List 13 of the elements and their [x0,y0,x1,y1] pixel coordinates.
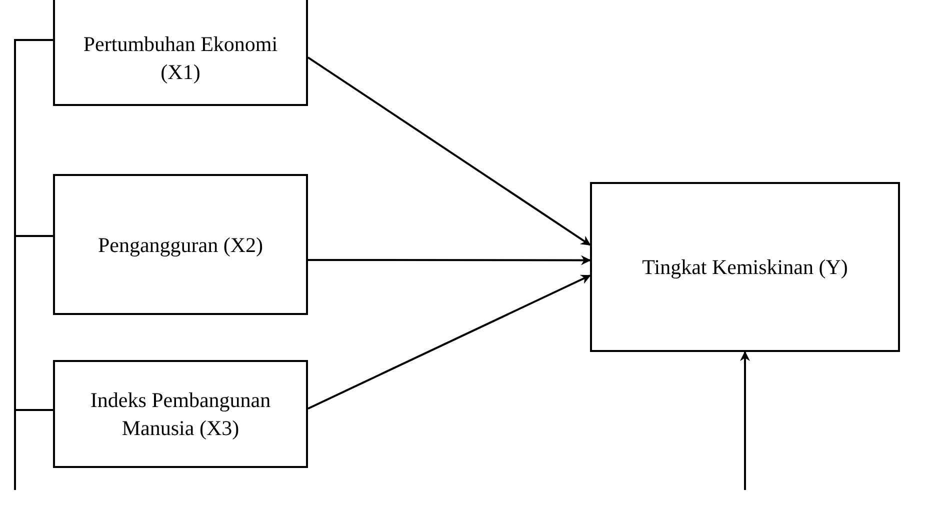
variable-box [53,174,308,315]
arrow [308,274,591,410]
arrow [308,255,591,266]
bracket-line [14,409,53,490]
variable-label: Indeks Pembangunan Manusia (X3) [89,387,272,442]
variable-label: Tingkat Kemiskinan (Y) [642,254,848,281]
variable-label: Pertumbuhan Ekonomi (X1) [82,31,279,86]
arrow [740,351,750,490]
variable-box [53,360,308,468]
arrow [307,56,591,246]
variable-box [53,0,308,106]
variable-box [590,182,900,352]
variable-label: Pengangguran (X2) [98,232,264,258]
